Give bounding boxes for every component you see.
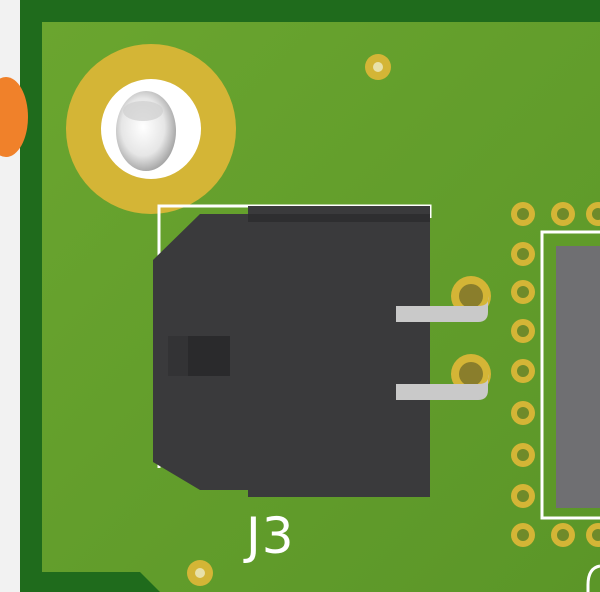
ic-pad: [511, 443, 535, 467]
ic-pad: [511, 242, 535, 266]
ic-pad: [586, 202, 600, 226]
ic-pad: [511, 319, 535, 343]
ic-pad: [511, 484, 535, 508]
mounting-hole: [66, 44, 236, 214]
ic-pad: [511, 401, 535, 425]
ic-pad: [511, 202, 535, 226]
ic-pad: [551, 523, 575, 547]
ic-pad-column: [511, 242, 535, 508]
ic-silkscreen: [540, 230, 600, 520]
orange-component: [0, 77, 28, 157]
ic-package: [556, 246, 600, 508]
ic-pad: [511, 523, 535, 547]
connector-designator: J3: [243, 507, 295, 565]
ic-pad: [511, 280, 535, 304]
via-dots: [187, 54, 391, 586]
ic-pad-row-top: [511, 202, 600, 226]
ic-pad: [586, 523, 600, 547]
2-pin-header-connector: [153, 206, 430, 497]
ic-pad: [551, 202, 575, 226]
connector-pins: [396, 296, 489, 400]
ic-pad-row-bottom: [511, 523, 600, 547]
partial-silkscreen-mark: [586, 564, 600, 592]
ic-pad: [511, 359, 535, 383]
